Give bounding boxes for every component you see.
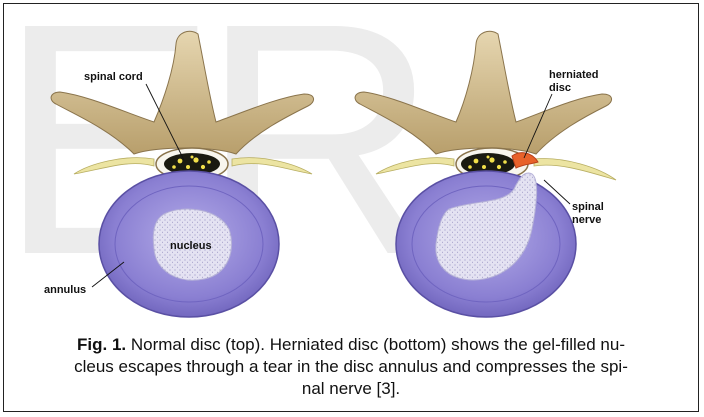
right-nerve-right (534, 159, 616, 180)
caption-line-3: nal nerve [3]. (10, 378, 692, 400)
right-nerve-left (376, 158, 454, 174)
label-herniated: herniated (549, 69, 599, 81)
label-spinal-cord: spinal cord (84, 71, 143, 83)
left-vertebra-bone (51, 31, 314, 154)
caption-text-1: Normal disc (top). Herniated disc (botto… (126, 335, 625, 354)
caption-line-2: cleus escapes through a tear in the disc… (10, 356, 692, 378)
herniated-disc-group: herniated disc spinal nerve (355, 31, 616, 317)
label-herniated-disc: disc (549, 82, 571, 94)
label-nucleus: nucleus (170, 240, 212, 252)
caption-line-1: Fig. 1. Normal disc (top). Herniated dis… (10, 334, 692, 356)
label-nerve: nerve (572, 214, 601, 226)
label-annulus: annulus (44, 284, 86, 296)
disc-illustration: spinal cord nucleus annulus (4, 4, 699, 334)
label-spinal: spinal (572, 201, 604, 213)
figure-frame: ER (3, 3, 699, 412)
right-vertebra-bone (355, 31, 612, 154)
caption-fig-label: Fig. 1. (77, 335, 126, 354)
normal-disc-group: spinal cord nucleus annulus (44, 31, 314, 317)
left-nerve-right (232, 158, 312, 174)
left-nerve-left (74, 158, 154, 174)
figure-caption: Fig. 1. Normal disc (top). Herniated dis… (10, 334, 692, 400)
